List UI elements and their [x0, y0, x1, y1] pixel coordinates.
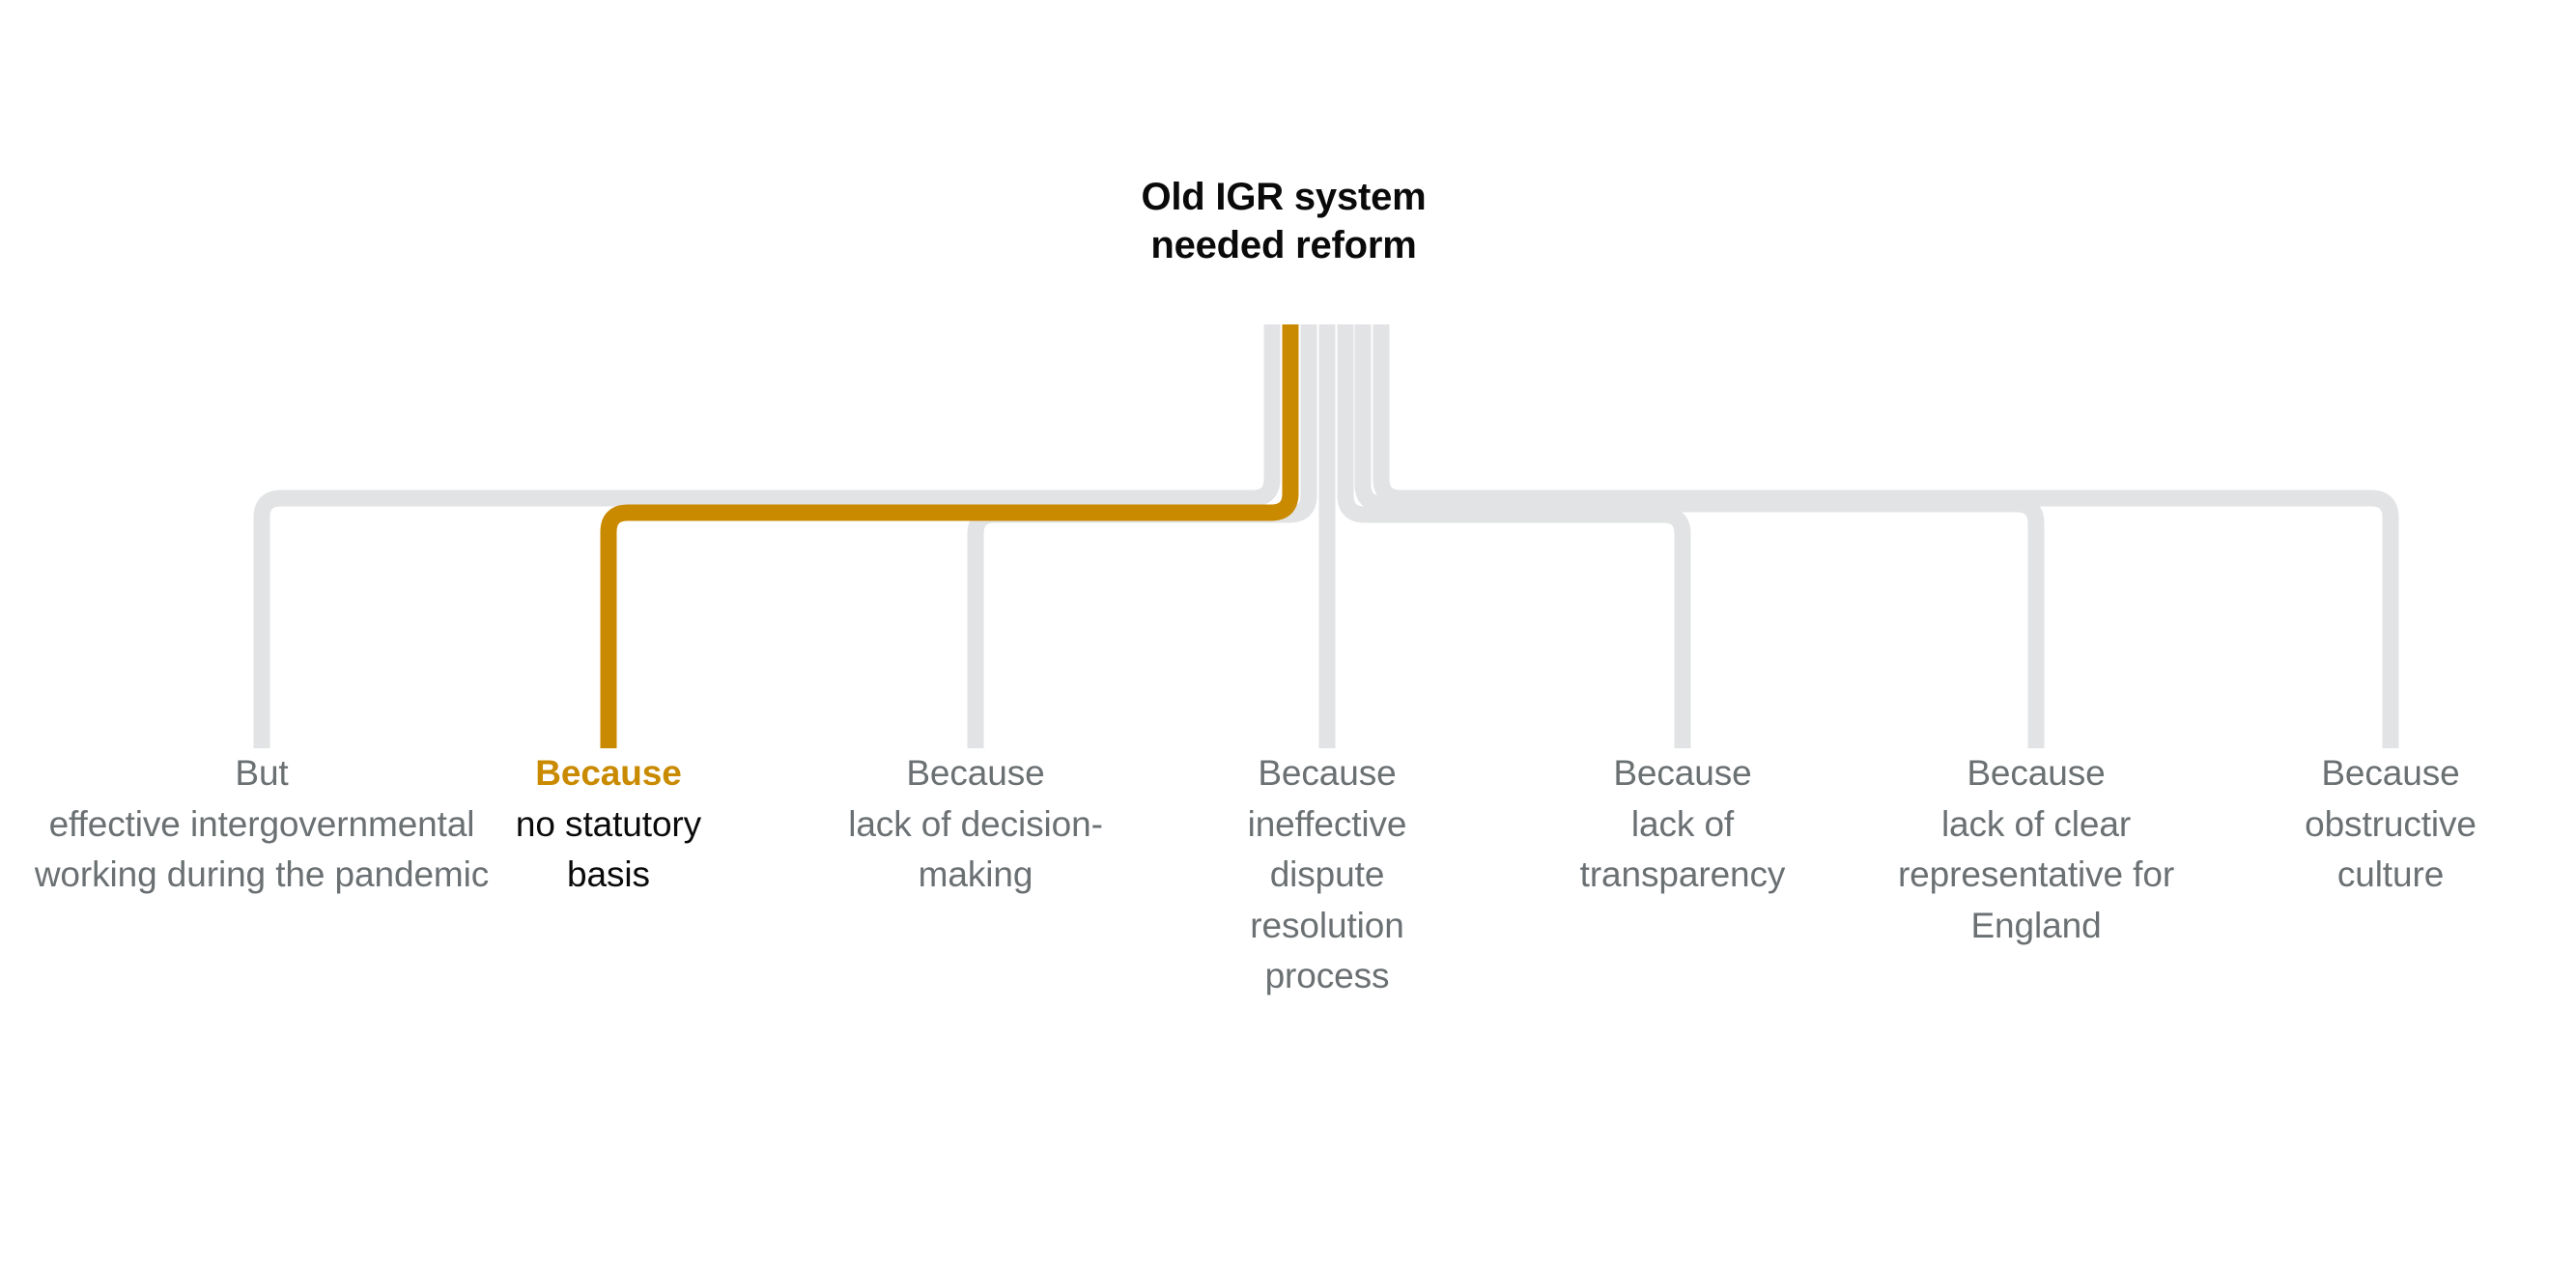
leaf-node-2[interactable]: Because no statutory basis	[477, 748, 740, 901]
leaf-node-1[interactable]: But effective intergovernmental working …	[10, 748, 514, 901]
connector-path-2-highlighted	[600, 324, 1299, 748]
leaf-node-4[interactable]: Because ineffective dispute resolution p…	[1196, 748, 1458, 1002]
leaf-connector-7: Because	[2321, 753, 2460, 793]
leaf-claim-7: obstructive culture	[2305, 803, 2477, 895]
leaf-claim-3: lack of decision-making	[848, 803, 1103, 895]
connector-path-1	[253, 324, 1281, 748]
connector-path-6	[1354, 324, 2045, 748]
leaf-claim-5: lack of transparency	[1579, 803, 1786, 895]
leaf-connector-1: But	[235, 753, 289, 793]
leaf-connector-2: Because	[535, 753, 682, 793]
root-claim-line-2: needed reform	[1150, 223, 1417, 266]
leaf-connector-4: Because	[1258, 753, 1397, 793]
leaf-claim-1: effective intergovernmental working duri…	[34, 803, 490, 895]
connector-path-7	[1373, 324, 2399, 748]
root-claim-line-1: Old IGR system	[1141, 176, 1427, 218]
root-claim: Old IGR system needed reform	[1004, 174, 1564, 269]
leaf-claim-6: lack of clear representative for England	[1897, 803, 2175, 945]
connector-path-3	[967, 324, 1317, 748]
connector-path-5	[1337, 324, 1691, 748]
leaf-connector-3: Because	[906, 753, 1045, 793]
leaf-node-7[interactable]: Because obstructive culture	[2255, 748, 2526, 901]
leaf-claim-4: ineffective dispute resolution process	[1247, 803, 1407, 996]
leaf-connector-5: Because	[1613, 753, 1752, 793]
leaf-claim-2: no statutory basis	[515, 803, 702, 895]
leaf-node-5[interactable]: Because lack of transparency	[1540, 748, 1826, 901]
leaf-node-6[interactable]: Because lack of clear representative for…	[1885, 748, 2187, 951]
leaf-connector-6: Because	[1967, 753, 2106, 793]
leaf-node-3[interactable]: Because lack of decision-making	[844, 748, 1107, 901]
